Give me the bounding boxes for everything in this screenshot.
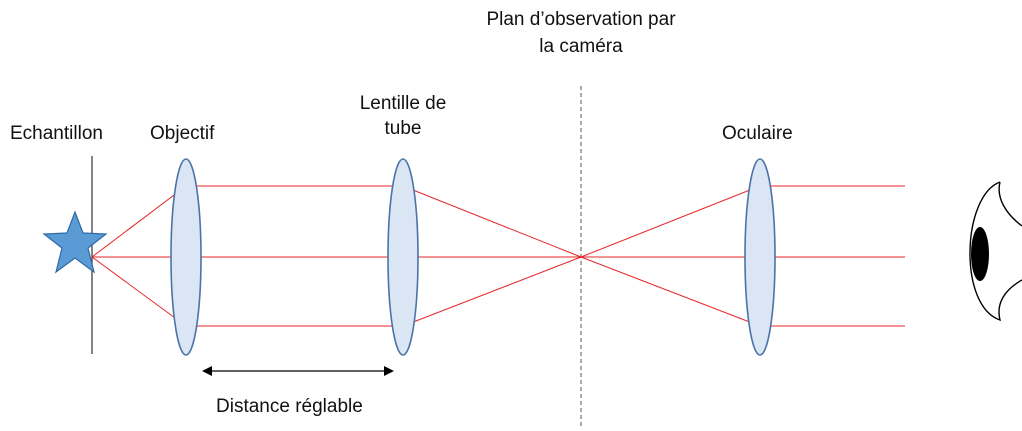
sample-label: Echantillon (10, 123, 103, 144)
eyepiece-label: Oculaire (722, 123, 793, 144)
ray-sample-to-objective-bottom (91, 256, 187, 327)
camera-plane-label: Plan d’observation par la caméra (456, 6, 706, 60)
ray-sample-to-objective-top (91, 185, 187, 258)
tube-lens-label-line1: Lentille de (359, 93, 447, 114)
tube-lens-label: Lentille de tube (343, 91, 463, 141)
objective-lens (170, 158, 202, 356)
eyepiece-lens (744, 158, 776, 356)
ray-focus-to-eyepiece-bottom (580, 185, 761, 258)
eye-outline-front (969, 181, 1022, 322)
ray-tube-to-focus-bottom (402, 256, 582, 327)
pupil (971, 227, 989, 281)
eye-icon (969, 181, 1022, 322)
distance-arrow-head-right (384, 366, 394, 376)
ray-tube-to-focus-top (402, 185, 582, 258)
distance-arrow-head-left (202, 366, 212, 376)
ray-focus-to-eyepiece-top (580, 256, 761, 327)
camera-plane-label-line1: Plan d’observation par (486, 9, 676, 30)
star-icon (42, 210, 108, 274)
tube-lens-label-line2: tube (384, 118, 422, 139)
tube-lens (387, 158, 419, 356)
objective-label: Objectif (150, 123, 215, 144)
adjustable-distance-label: Distance réglable (216, 396, 363, 417)
camera-plane-label-line2: la caméra (539, 36, 623, 57)
eye-outline-back (998, 181, 1022, 227)
light-rays (91, 185, 905, 327)
adjustable-distance-arrow (202, 366, 394, 376)
